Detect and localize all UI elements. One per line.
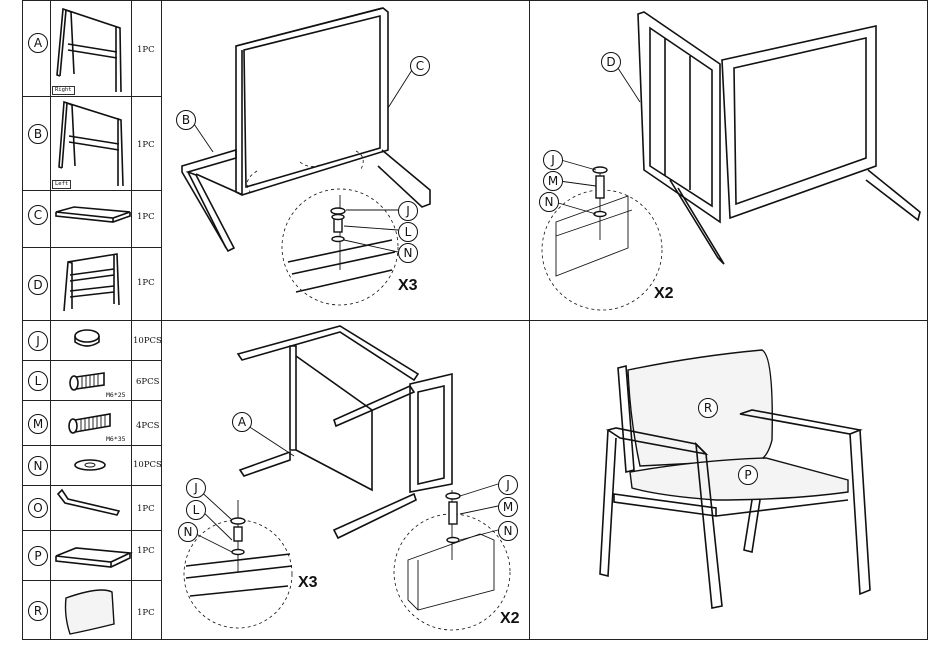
step3-inverted-chair-drawing: [238, 326, 452, 538]
step3-callout-j-right: J: [498, 475, 518, 495]
step2-callout-m: M: [543, 171, 563, 191]
step2-bolt-m: [596, 176, 604, 198]
step3-callout-n-left: N: [178, 522, 198, 542]
step3-callout-j-left: J: [186, 478, 206, 498]
step2-callout-n: N: [539, 192, 559, 212]
step1-callout-c: C: [410, 56, 430, 76]
step3-callout-a: A: [232, 412, 252, 432]
step2-seat-frame-drawing: [722, 26, 876, 218]
step2-callout-d: D: [601, 52, 621, 72]
part-l-bolt-drawing: [70, 373, 104, 390]
step3-right-foot-cap-j: [446, 493, 460, 499]
step3-left-bolt-l: [234, 527, 242, 541]
step3-callout-m: M: [498, 497, 518, 517]
step1-side-frame-b-drawing: [182, 150, 243, 251]
part-r-back-cushion-drawing: [66, 590, 115, 634]
step4-callout-r: R: [698, 398, 718, 418]
step2-legs-drawing: [670, 170, 920, 264]
step3-multiplier-right: X2: [500, 610, 520, 628]
step1-multiplier: X3: [398, 277, 418, 295]
step3-multiplier-left: X3: [298, 574, 318, 592]
part-j-foot-cap-drawing: [75, 330, 99, 346]
step1-callout-l: L: [398, 222, 418, 242]
step3-right-bolt-m: [449, 502, 457, 524]
step1-bolt-l-drawing: [332, 215, 344, 233]
step3-left-washer-n: [232, 550, 244, 555]
step2-callout-j: J: [543, 150, 563, 170]
part-b-side-frame-drawing: [59, 102, 123, 186]
step3-left-foot-cap-j: [231, 518, 245, 524]
part-n-washer-drawing: [75, 460, 105, 470]
part-d-back-frame-drawing: [64, 254, 119, 311]
callout-leader-lines: [190, 62, 640, 552]
part-p-seat-cushion-drawing: [56, 548, 130, 567]
step2-multiplier: X2: [654, 285, 674, 303]
step1-washer-n-drawing: [332, 237, 344, 242]
step3-callout-n-right: N: [498, 521, 518, 541]
step4-callout-p: P: [738, 465, 758, 485]
step1-callout-n: N: [398, 243, 418, 263]
step1-callout-b: B: [176, 110, 196, 130]
step1-side-frame-right-drawing: [378, 150, 430, 207]
step1-callout-j: J: [398, 201, 418, 221]
step1-foot-cap-j-drawing: [331, 208, 345, 214]
part-m-bolt-drawing: [69, 414, 110, 433]
step3-right-washer-n: [447, 538, 459, 543]
step4-finished-chair-drawing: [600, 350, 870, 608]
part-o-allen-key-drawing: [58, 490, 119, 515]
part-c-panel-drawing: [56, 207, 130, 222]
step3-callout-l: L: [186, 500, 206, 520]
part-a-side-frame-drawing: [57, 9, 121, 92]
